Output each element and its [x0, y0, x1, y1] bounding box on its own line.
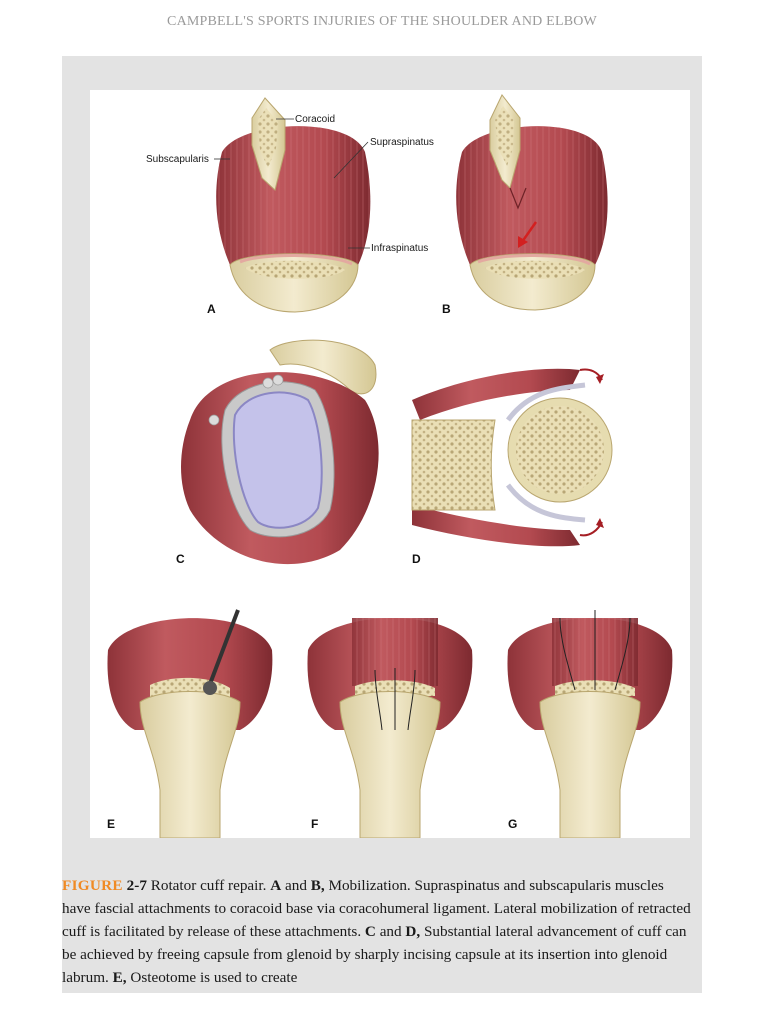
- caption-ref-a: A: [270, 877, 282, 894]
- panel-label-e: E: [107, 817, 115, 831]
- panel-b-illustration: [456, 94, 608, 311]
- caption-ref-c: C: [364, 923, 376, 940]
- figure-illustration: Coracoid Supraspinatus Subscapularis Inf…: [90, 90, 690, 838]
- caption-and-2: and: [375, 923, 406, 940]
- label-supraspinatus: Supraspinatus: [370, 137, 434, 148]
- panel-f-illustration: [307, 618, 473, 838]
- panel-e-illustration: [107, 609, 273, 838]
- caption-title: Rotator cuff repair.: [146, 877, 271, 894]
- caption-ref-b: B,: [310, 877, 325, 894]
- running-header: CAMPBELL'S SPORTS INJURIES OF THE SHOULD…: [167, 14, 597, 29]
- label-infraspinatus: Infraspinatus: [371, 243, 428, 254]
- label-coracoid: Coracoid: [295, 114, 335, 125]
- caption-text-1: Mobilization. Supraspinatus and subscapu…: [62, 877, 691, 940]
- panel-label-g: G: [508, 817, 517, 831]
- label-subscapularis: Subscapularis: [146, 154, 209, 165]
- caption-ref-d: D,: [405, 923, 421, 940]
- panel-label-d: D: [412, 552, 421, 566]
- caption-text-3: Osteotome is used to create: [126, 969, 298, 986]
- panel-g-illustration: [507, 610, 673, 838]
- panel-a-illustration: [214, 97, 371, 313]
- caption-and-1: and: [281, 877, 311, 894]
- figure-number: 2-7: [126, 877, 147, 894]
- panel-label-f: F: [311, 817, 318, 831]
- caption-text-2: Substantial lateral advancement of cuff …: [62, 923, 687, 986]
- panel-c-illustration: [181, 339, 379, 565]
- panel-label-b: B: [442, 302, 451, 316]
- figure-caption: FIGURE 2-7 Rotator cuff repair. A and B,…: [62, 874, 692, 989]
- panel-label-c: C: [176, 552, 185, 566]
- figure-word: FIGURE: [62, 877, 123, 894]
- caption-ref-e: E,: [112, 969, 127, 986]
- panel-label-a: A: [207, 302, 216, 316]
- panel-d-illustration: [411, 368, 613, 547]
